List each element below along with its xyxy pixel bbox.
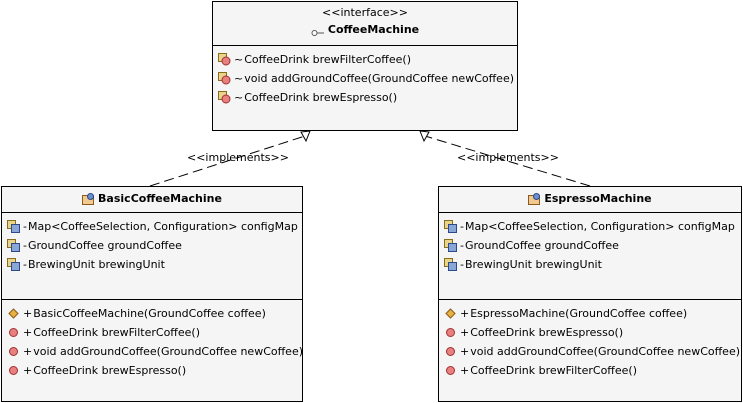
abstract-method-icon <box>218 91 231 104</box>
operation-text: CoffeeDrink brewEspresso() <box>244 91 398 104</box>
visibility-marker: + <box>23 326 33 339</box>
public-method-icon <box>7 326 20 339</box>
implements-label-right: <<implements>> <box>457 151 559 164</box>
attribute-text: Map<CoffeeSelection, Configuration> conf… <box>27 220 298 233</box>
private-field-icon <box>7 239 20 252</box>
interface-operations: ~ CoffeeDrink brewFilterCoffee() ~ void … <box>213 46 517 107</box>
interface-header: <<interface>> CoffeeMachine <box>213 2 517 46</box>
realization-basic <box>149 130 311 187</box>
attribute-row[interactable]: - Map<CoffeeSelection, Configuration> co… <box>444 217 741 236</box>
implements-label-left: <<implements>> <box>187 151 289 164</box>
visibility-marker: + <box>23 307 33 320</box>
class-name: BasicCoffeeMachine <box>98 192 222 205</box>
operation-row[interactable]: + CoffeeDrink brewFilterCoffee() <box>7 323 302 342</box>
attribute-row[interactable]: - GroundCoffee groundCoffee <box>7 236 302 255</box>
visibility-marker: + <box>460 364 470 377</box>
operation-row[interactable]: + BasicCoffeeMachine(GroundCoffee coffee… <box>7 304 302 323</box>
attribute-row[interactable]: - GroundCoffee groundCoffee <box>444 236 741 255</box>
operation-text: void addGroundCoffee(GroundCoffee newCof… <box>244 72 515 85</box>
visibility-marker: ~ <box>234 91 244 104</box>
abstract-method-icon <box>218 72 231 85</box>
visibility-marker: - <box>460 239 464 252</box>
constructor-icon <box>444 307 457 320</box>
operation-text: CoffeeDrink brewFilterCoffee() <box>33 326 201 339</box>
operation-text: CoffeeDrink brewFilterCoffee() <box>244 53 412 66</box>
operation-text: void addGroundCoffee(GroundCoffee newCof… <box>470 345 741 358</box>
abstract-method-icon <box>218 53 231 66</box>
attribute-text: GroundCoffee groundCoffee <box>27 239 182 252</box>
class-name: EspressoMachine <box>544 192 652 205</box>
visibility-marker: - <box>23 239 27 252</box>
attribute-text: BrewingUnit brewingUnit <box>464 258 602 271</box>
private-field-icon <box>7 258 20 271</box>
interface-stereotype: <<interface>> <box>322 6 408 19</box>
operation-text: void addGroundCoffee(GroundCoffee newCof… <box>33 345 304 358</box>
realization-arrowhead-right <box>419 130 430 143</box>
interface-name: CoffeeMachine <box>327 23 420 36</box>
visibility-marker: + <box>23 364 33 377</box>
public-method-icon <box>7 345 20 358</box>
operation-row[interactable]: ~ CoffeeDrink brewEspresso() <box>218 88 517 107</box>
visibility-marker: - <box>23 258 27 271</box>
visibility-marker: + <box>460 307 470 320</box>
private-field-icon <box>444 239 457 252</box>
class-header: EspressoMachine <box>439 187 741 213</box>
interface-icon <box>311 26 325 36</box>
class-box-espresso-machine[interactable]: EspressoMachine - Map<CoffeeSelection, C… <box>438 186 742 402</box>
attribute-text: BrewingUnit brewingUnit <box>27 258 165 271</box>
class-icon <box>82 192 95 206</box>
attribute-row[interactable]: - BrewingUnit brewingUnit <box>7 255 302 274</box>
operation-text: CoffeeDrink brewFilterCoffee() <box>470 364 638 377</box>
operation-row[interactable]: + CoffeeDrink brewFilterCoffee() <box>444 361 741 380</box>
visibility-marker: + <box>460 345 470 358</box>
class-header: BasicCoffeeMachine <box>2 187 302 213</box>
class-operations: + EspressoMachine(GroundCoffee coffee) +… <box>439 299 741 380</box>
class-attributes: - Map<CoffeeSelection, Configuration> co… <box>2 213 302 299</box>
attribute-text: GroundCoffee groundCoffee <box>464 239 619 252</box>
private-field-icon <box>444 220 457 233</box>
visibility-marker: + <box>460 326 470 339</box>
realization-espresso <box>419 130 591 187</box>
operation-text: CoffeeDrink brewEspresso() <box>33 364 187 377</box>
attribute-row[interactable]: - BrewingUnit brewingUnit <box>444 255 741 274</box>
operation-row[interactable]: + CoffeeDrink brewEspresso() <box>444 323 741 342</box>
interface-box-coffee-machine[interactable]: <<interface>> CoffeeMachine ~ CoffeeDrin… <box>212 1 518 131</box>
public-method-icon <box>7 364 20 377</box>
visibility-marker: - <box>460 258 464 271</box>
operation-row[interactable]: + CoffeeDrink brewEspresso() <box>7 361 302 380</box>
visibility-marker: ~ <box>234 53 244 66</box>
visibility-marker: ~ <box>234 72 244 85</box>
operation-row[interactable]: ~ void addGroundCoffee(GroundCoffee newC… <box>218 69 517 88</box>
private-field-icon <box>444 258 457 271</box>
visibility-marker: - <box>460 220 464 233</box>
visibility-marker: + <box>23 345 33 358</box>
operation-text: CoffeeDrink brewEspresso() <box>470 326 624 339</box>
attribute-text: Map<CoffeeSelection, Configuration> conf… <box>464 220 735 233</box>
attribute-row[interactable]: - Map<CoffeeSelection, Configuration> co… <box>7 217 302 236</box>
operation-text: EspressoMachine(GroundCoffee coffee) <box>470 307 688 320</box>
private-field-icon <box>7 220 20 233</box>
class-attributes: - Map<CoffeeSelection, Configuration> co… <box>439 213 741 299</box>
operation-text: BasicCoffeeMachine(GroundCoffee coffee) <box>33 307 266 320</box>
visibility-marker: - <box>23 220 27 233</box>
operation-row[interactable]: + EspressoMachine(GroundCoffee coffee) <box>444 304 741 323</box>
class-icon <box>528 192 541 206</box>
operation-row[interactable]: + void addGroundCoffee(GroundCoffee newC… <box>444 342 741 361</box>
public-method-icon <box>444 326 457 339</box>
operation-row[interactable]: ~ CoffeeDrink brewFilterCoffee() <box>218 50 517 69</box>
public-method-icon <box>444 364 457 377</box>
realization-arrowhead-left <box>300 130 311 143</box>
constructor-icon <box>7 307 20 320</box>
class-box-basic-coffee-machine[interactable]: BasicCoffeeMachine - Map<CoffeeSelection… <box>1 186 303 402</box>
public-method-icon <box>444 345 457 358</box>
operation-row[interactable]: + void addGroundCoffee(GroundCoffee newC… <box>7 342 304 361</box>
class-operations: + BasicCoffeeMachine(GroundCoffee coffee… <box>2 299 304 380</box>
